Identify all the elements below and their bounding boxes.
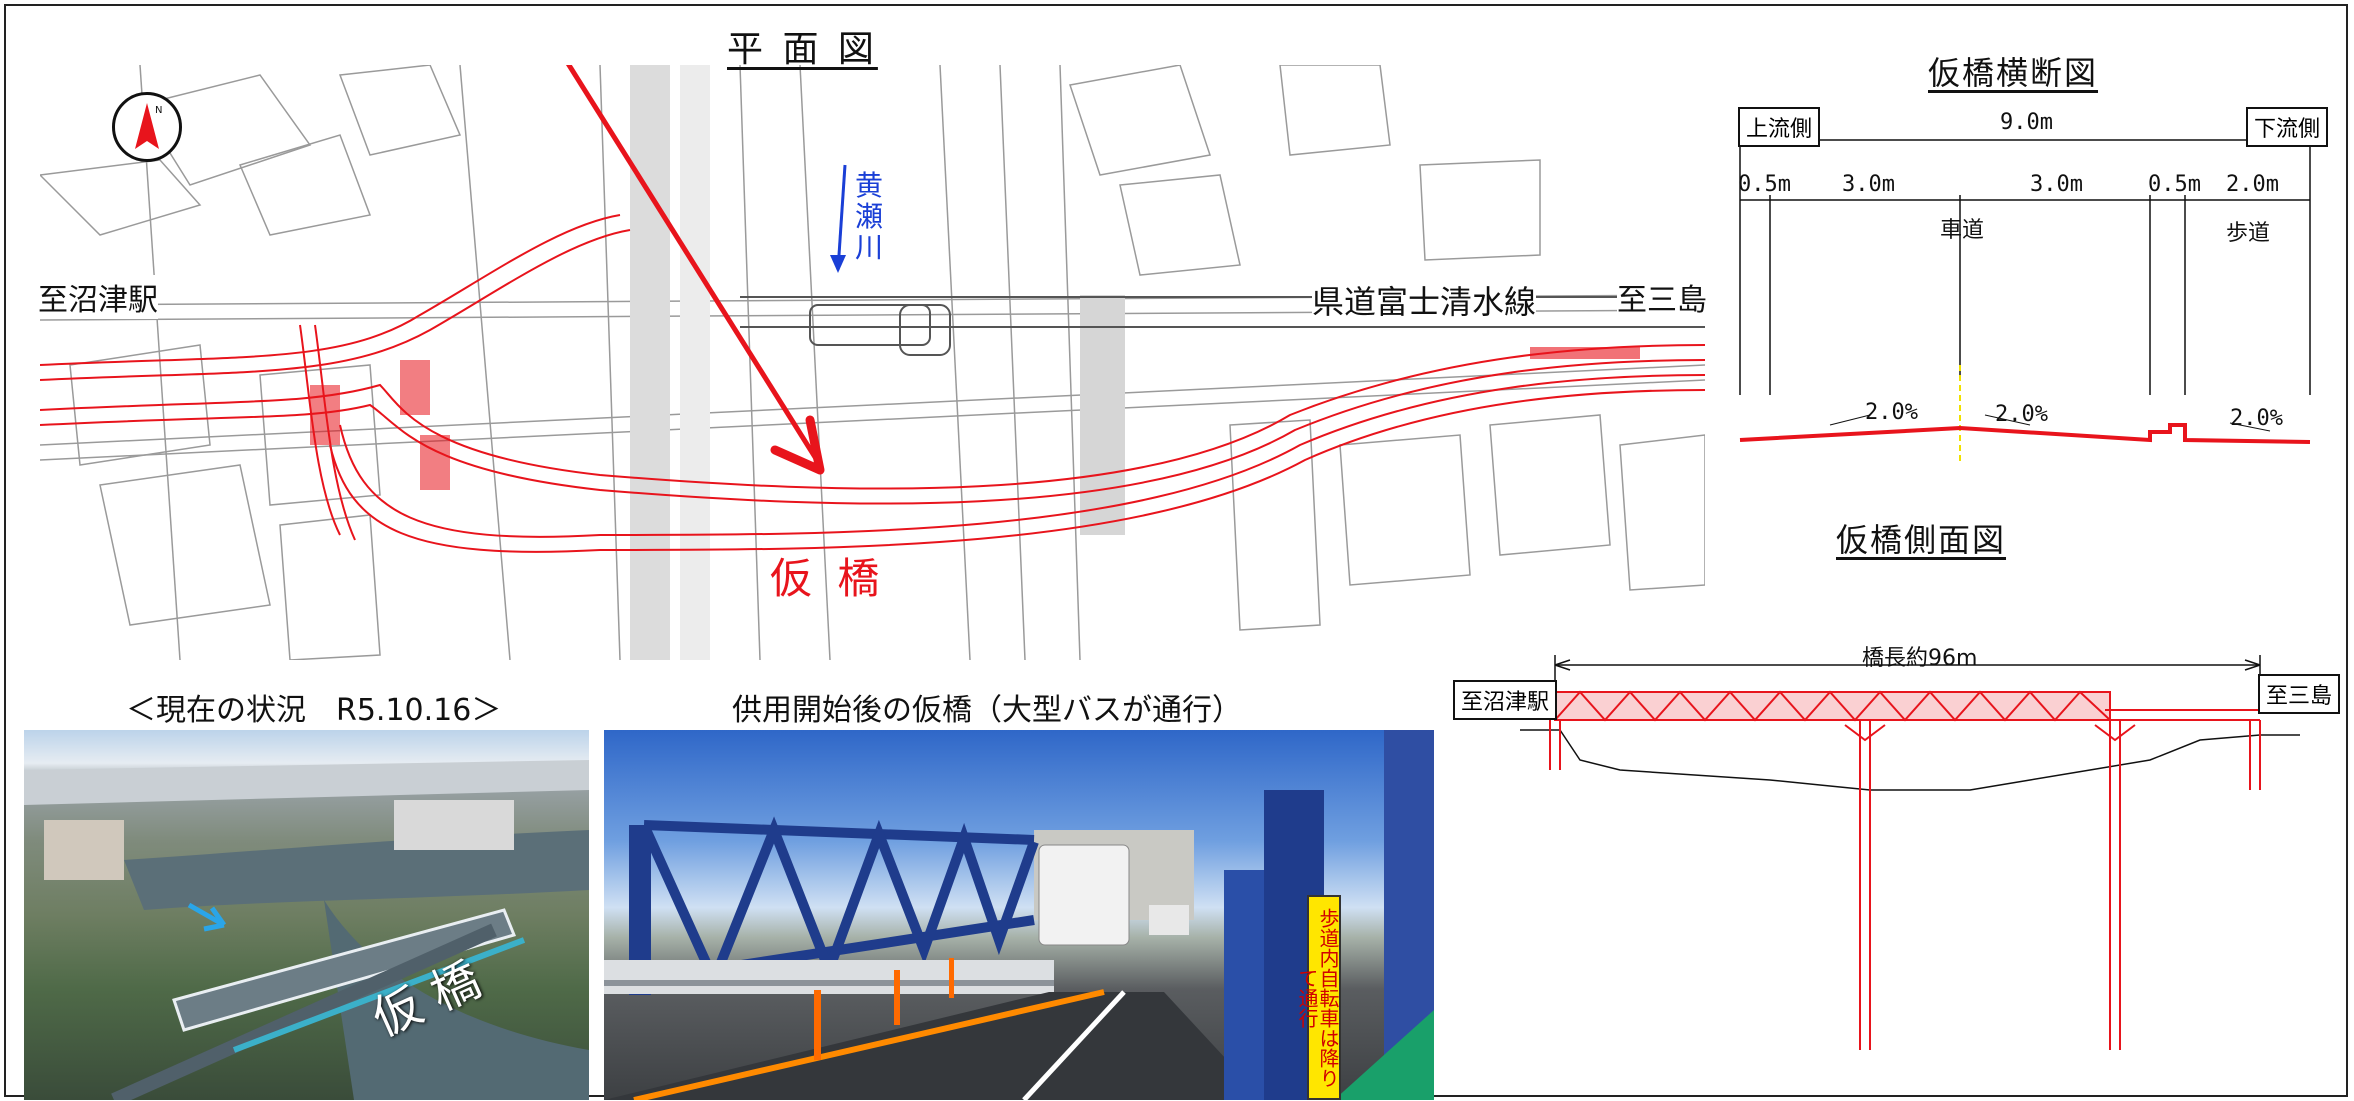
after-photo-caption: 供用開始後の仮橋（大型バスが通行） <box>732 693 1242 728</box>
side-view-diagram <box>1470 640 2340 1060</box>
slope-1-label: 2.0% <box>1865 400 1918 425</box>
bicycle-notice-sign: 歩道内自転車は降りて通行 <box>1295 895 1341 1100</box>
plan-map <box>38 0 1706 661</box>
plan-map-svg <box>38 0 1706 661</box>
road-name-label: 県道富士清水線 <box>1312 277 1537 323</box>
river-char-1: 黄 <box>855 169 884 202</box>
temp-bridge-label: 仮 橋 <box>770 554 886 603</box>
leader-arrow <box>525 0 825 475</box>
seg-3-label: 3.0m <box>2030 172 2083 197</box>
plan-title: 平 面 図 <box>727 29 878 70</box>
plan-label-to-mishima: 至三島 <box>1617 275 1707 319</box>
cross-section-svg <box>1739 135 2311 475</box>
existing-bridge <box>740 296 1705 356</box>
plan-label-to-numazu: 至沼津駅 <box>38 275 158 319</box>
river-flow-arrow <box>830 164 847 273</box>
temp-bridge-alignment <box>39 214 1706 553</box>
cross-section-diagram <box>1730 95 2320 475</box>
downstream-label: 下流側 <box>2246 107 2329 147</box>
bridge-length-label: 橋長約96m <box>1862 646 1978 671</box>
side-left-end-label: 至沼津駅 <box>1453 680 1558 720</box>
side-right-end-label: 至三島 <box>2258 674 2341 714</box>
north-letter: N <box>155 105 162 116</box>
river-embankment <box>630 65 1125 660</box>
river-name-label: 黄 瀬 川 <box>855 170 885 263</box>
current-aerial-photo: 仮 橋 <box>24 730 589 1100</box>
side-view-svg <box>1520 655 2300 1050</box>
side-view-title: 仮橋側面図 <box>1836 521 2007 559</box>
sidewalk-label: 歩道 <box>2226 221 2271 246</box>
bridge-scene-svg <box>604 730 1434 1100</box>
seg-2-label: 3.0m <box>1842 172 1895 197</box>
blue-truss <box>639 816 1039 993</box>
slope-2-label: 2.0% <box>1995 402 2048 427</box>
current-photo-caption: ＜現在の状況 R5.10.16＞ <box>126 693 502 728</box>
aerial-scene-svg <box>24 760 589 1100</box>
roadway-label: 車道 <box>1940 218 1985 243</box>
river-char-2: 瀬 <box>855 200 884 233</box>
upstream-label: 上流側 <box>1738 107 1821 147</box>
total-width-label: 9.0m <box>2000 110 2053 135</box>
crosswalk-hatch <box>310 347 1640 490</box>
slope-3-label: 2.0% <box>2230 406 2283 431</box>
seg-5-label: 2.0m <box>2226 172 2279 197</box>
cross-section-title: 仮橋横断図 <box>1928 54 2099 92</box>
river-char-3: 川 <box>855 231 884 264</box>
seg-1-label: 0.5m <box>1738 172 1791 197</box>
seg-4-label: 0.5m <box>2148 172 2201 197</box>
after-bridge-photo: 歩道内自転車は降りて通行 <box>604 730 1434 1100</box>
north-compass-icon: N <box>112 92 182 162</box>
